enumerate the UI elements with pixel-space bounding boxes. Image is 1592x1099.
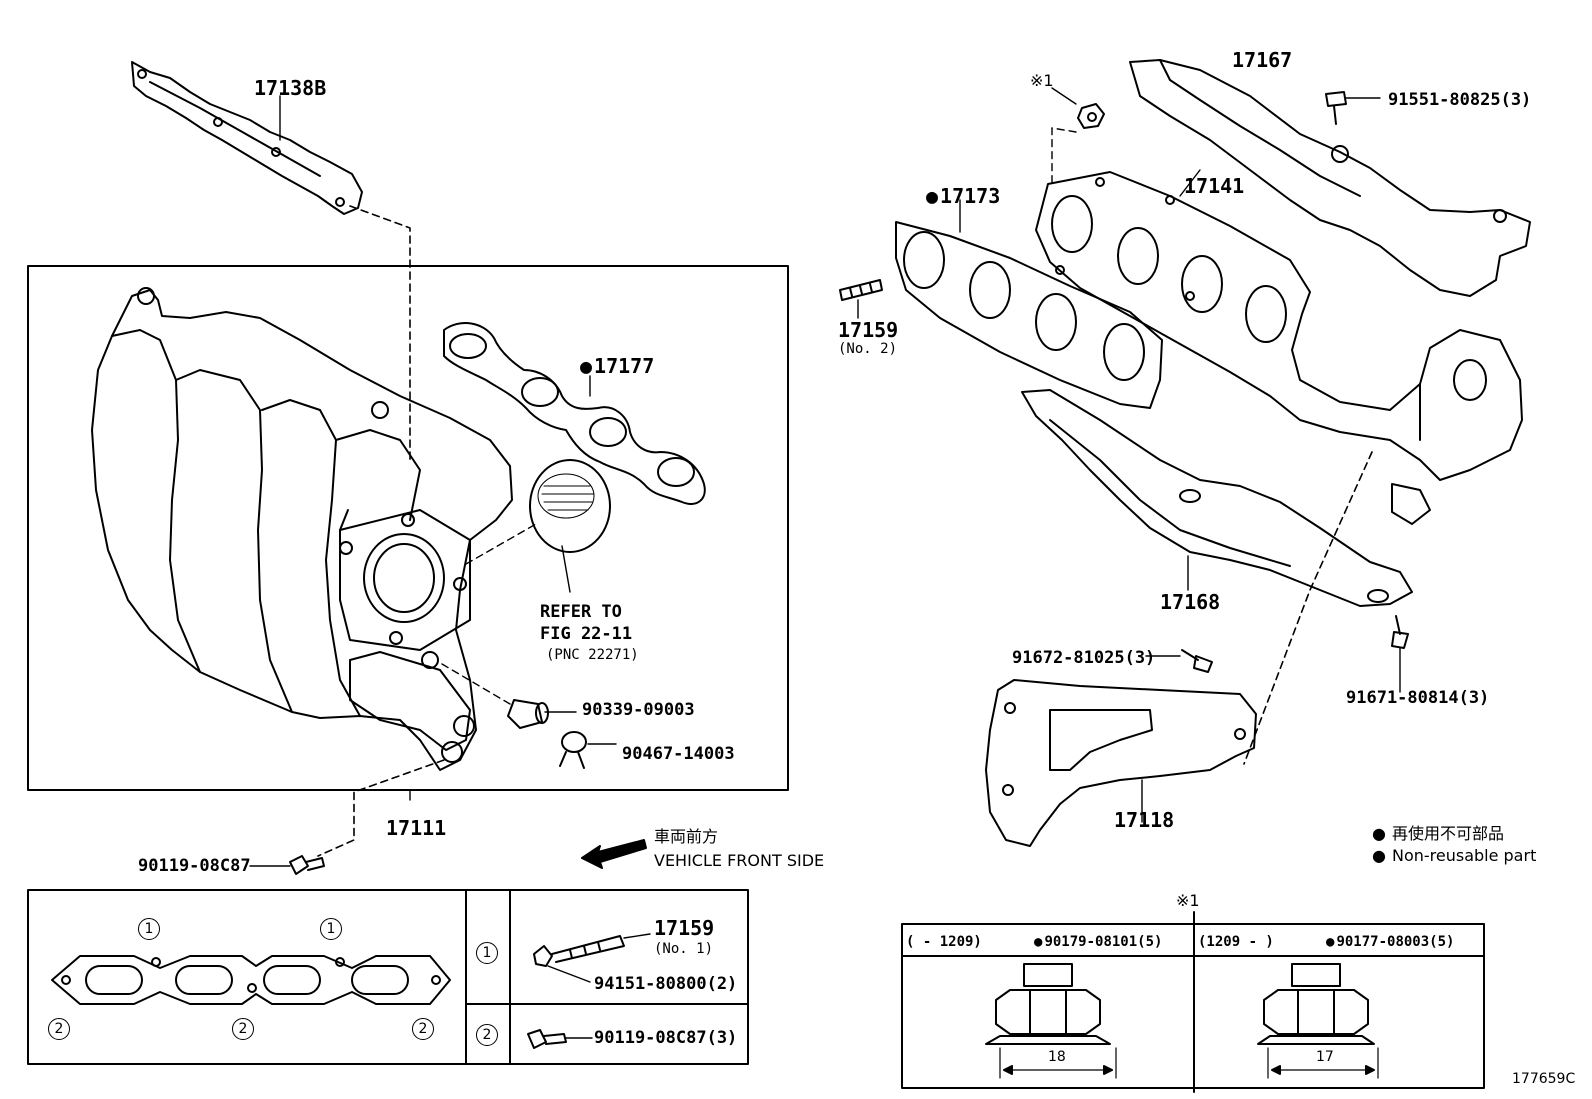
- label-17167: 17167: [1232, 48, 1293, 72]
- label-17173: 17173: [926, 186, 1000, 206]
- intake-manifold-frame: [27, 265, 789, 791]
- row-mark-1: 1: [476, 942, 498, 964]
- gasket-17177-drawing: [443, 322, 706, 505]
- pnc-reference: (PNC 22271): [546, 647, 639, 663]
- nut-size-18: 18: [1048, 1049, 1066, 1065]
- nut-table-mark: ※1: [1176, 891, 1200, 910]
- figure-id: 177659C: [1512, 1071, 1576, 1087]
- stud-nut-small-drawing: [533, 935, 625, 967]
- label-91671-80814: 91671-80814(3): [1346, 688, 1490, 708]
- nut-18-drawing: [985, 963, 1117, 1079]
- label-no2: (No. 2): [838, 341, 898, 357]
- nut-17-drawing: [1257, 963, 1379, 1079]
- label-94151-80800: 94151-80800(2): [594, 974, 738, 994]
- heat-insulator-17167-drawing: [1129, 59, 1531, 297]
- gasket-17173-drawing: [895, 221, 1163, 409]
- label-90339-09003: 90339-09003: [582, 700, 695, 720]
- bolt-91551-drawing: [1325, 91, 1347, 125]
- exhaust-manifold-17141-drawing: [1035, 171, 1523, 525]
- label-17168: 17168: [1160, 590, 1221, 614]
- clamp-90467-drawing: [559, 731, 587, 769]
- nut-col2-range: (1209 - ): [1198, 934, 1274, 950]
- intake-screen-drawing: [529, 459, 611, 593]
- gasket-mark-2b: 2: [232, 1018, 254, 1040]
- nut-size-17: 17: [1316, 1049, 1334, 1065]
- vehicle-front-jp: 車両前方: [654, 827, 719, 846]
- label-17159-no1: 17159: [654, 916, 715, 940]
- vehicle-front-arrow: [581, 839, 647, 869]
- bracket-17118-drawing: [985, 679, 1257, 847]
- label-17118: 17118: [1114, 808, 1175, 832]
- label-90119-08C87-3: 90119-08C87(3): [594, 1028, 738, 1048]
- label-17141: 17141: [1184, 174, 1245, 198]
- label-17159-no2: 17159: [838, 318, 899, 342]
- refer-to-label: REFER TO: [540, 602, 622, 622]
- fig-reference: FIG 22-11: [540, 624, 633, 644]
- nut-col1-part: 90179-08101(5): [1034, 934, 1162, 950]
- legend-dot: ●: [1372, 846, 1386, 865]
- row-mark-2: 2: [476, 1024, 498, 1046]
- legend-jp: ●再使用不可部品: [1372, 824, 1504, 843]
- label-90119-08C87: 90119-08C87: [138, 856, 251, 876]
- bolt-small-drawing: [527, 1029, 567, 1049]
- gasket-mark-1a: 1: [138, 918, 160, 940]
- gasket-mark-2a: 2: [48, 1018, 70, 1040]
- nut-col1-range: ( - 1209): [906, 934, 982, 950]
- nut-col2-part: 90177-08003(5): [1326, 934, 1454, 950]
- label-no1: (No. 1): [654, 941, 714, 957]
- label-17111: 17111: [386, 816, 447, 840]
- nut-note1-drawing: [1077, 103, 1105, 129]
- note1-mark: ※1: [1030, 71, 1054, 90]
- intake-gasket-small-drawing: [51, 955, 451, 1005]
- label-90467-14003: 90467-14003: [622, 744, 735, 764]
- stud-17159-no2-drawing: [839, 279, 883, 301]
- bolt-91672-drawing: [1181, 649, 1213, 673]
- label-91672-81025: 91672-81025(3): [1012, 648, 1156, 668]
- gasket-mark-1b: 1: [320, 918, 342, 940]
- intake-manifold-drawing: [91, 287, 513, 771]
- hose-90339-drawing: [507, 699, 549, 729]
- gasket-mark-2c: 2: [412, 1018, 434, 1040]
- bolt-90119-drawing: [289, 855, 325, 875]
- legend-dot: ●: [1372, 824, 1386, 843]
- bracket-17138B-drawing: [131, 61, 363, 215]
- label-17177: 17177: [580, 356, 654, 376]
- bolt-91671-drawing: [1391, 615, 1409, 649]
- heat-insulator-17168-drawing: [1021, 389, 1413, 607]
- label-91551-80825: 91551-80825(3): [1388, 90, 1532, 110]
- vehicle-front-en: VEHICLE FRONT SIDE: [654, 851, 825, 870]
- legend-en: ●Non-reusable part: [1372, 846, 1537, 865]
- label-17138B: 17138B: [254, 76, 327, 100]
- stud-table-frame: [27, 889, 749, 1065]
